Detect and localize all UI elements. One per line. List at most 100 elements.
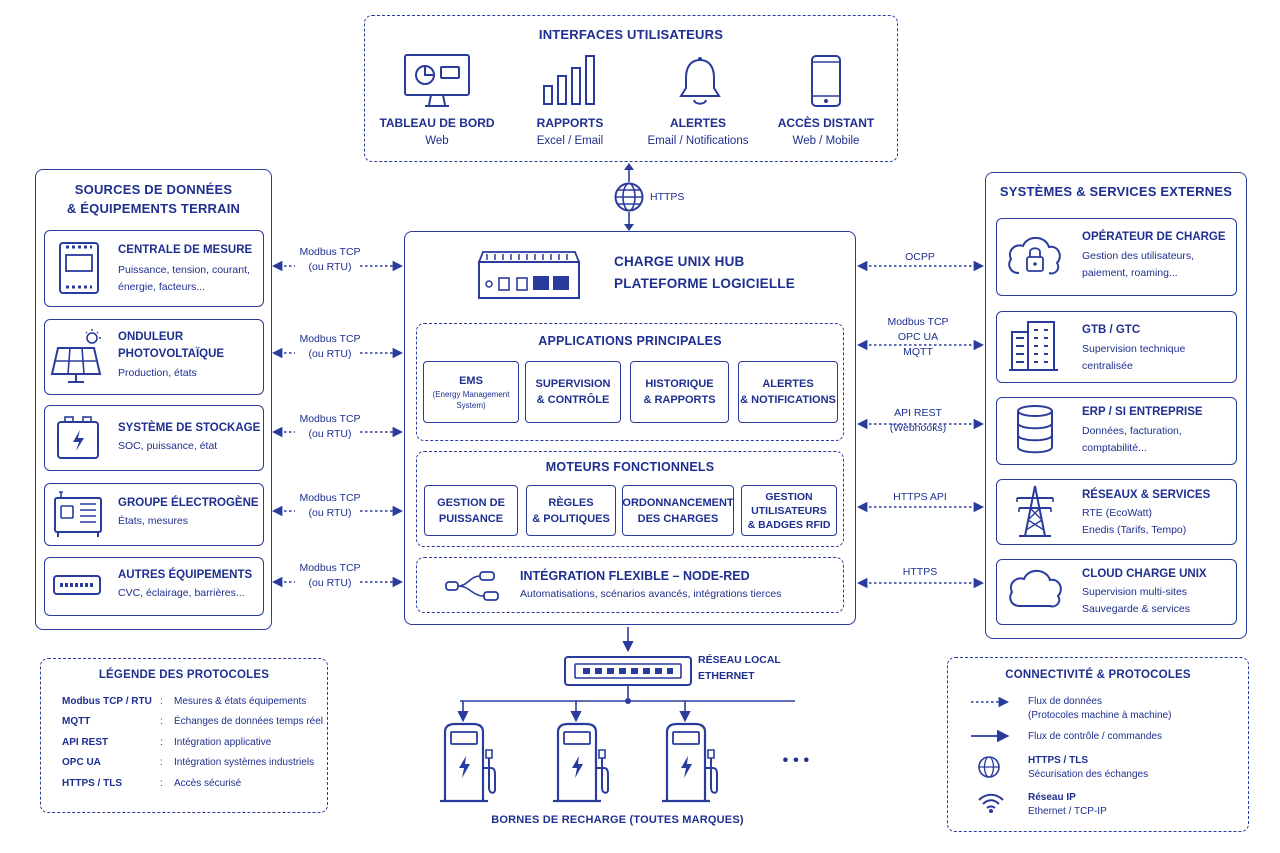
source-generator-desc: États, mesures — [118, 515, 189, 527]
external-erp-title: ERP / SI ENTREPRISE — [1082, 406, 1203, 418]
external-card-erp — [996, 397, 1237, 465]
ui-item-reports: RAPPORTS Excel / Email — [536, 116, 604, 147]
nodered-section — [416, 557, 844, 613]
power-tower-icon — [1016, 485, 1054, 537]
legend-row-sep: : — [160, 696, 163, 707]
ui-item-remote-access: ACCÈS DISTANT Web / Mobile — [777, 116, 875, 147]
network-label: RÉSEAU LOCAL ETHERNET — [698, 654, 781, 682]
legend-row-desc: Intégration applicative — [174, 737, 272, 748]
cloud-icon — [1009, 569, 1062, 608]
protocol-label-networks: HTTPS API — [893, 491, 947, 503]
apps-title: APPLICATIONS PRINCIPALES — [538, 334, 722, 348]
engines-title: MOTEURS FONCTIONNELS — [545, 460, 715, 474]
https-top-label: HTTPS — [650, 191, 685, 203]
building-icon — [1009, 321, 1058, 371]
legend-row-desc: Intégration systèmes industriels — [174, 757, 315, 768]
https-link-arrows — [624, 163, 634, 231]
external-networks-desc: RTE (EcoWatt)Enedis (Tarifs, Tempo) — [1082, 507, 1187, 536]
sources-title: SOURCES DE DONNÉES & ÉQUIPEMENTS TERRAIN — [66, 182, 241, 216]
legend-row-desc: Accès sécurisé — [174, 778, 242, 789]
source-meter-desc: Puissance, tension, courant, énergie, fa… — [118, 264, 250, 293]
app-supervision-button[interactable]: SUPERVISION& CONTRÔLE — [525, 361, 621, 423]
chargers-ellipsis: • • • — [782, 752, 810, 769]
connectivity-legend-symbols — [971, 696, 1010, 813]
user-interfaces-title: INTERFACES UTILISATEURS — [538, 27, 724, 42]
app-alerts-button[interactable]: ALERTES& NOTIFICATIONS — [738, 361, 838, 423]
bell-icon — [679, 57, 721, 105]
external-title: SYSTÈMES & SERVICES EXTERNES — [999, 184, 1233, 199]
app-ems-button[interactable]: EMS (Energy Management System) — [423, 361, 519, 423]
protocol-label-generator: Modbus TCP(ou RTU) — [299, 492, 361, 519]
legend-row: MQTT — [62, 716, 91, 727]
network-switch-icon — [53, 575, 101, 595]
chargers-label: BORNES DE RECHARGE (TOUTES MARQUES) — [491, 814, 744, 826]
external-operator-desc: Gestion des utilisateurs,paiement, roami… — [1082, 250, 1195, 279]
legend-row-sep: : — [160, 716, 163, 727]
connectivity-row-control-flow: Flux de contrôle / commandes — [1028, 731, 1162, 742]
connectivity-title: CONNECTIVITÉ & PROTOCOLES — [1005, 669, 1191, 681]
charger-icon — [553, 722, 609, 803]
meter-icon — [59, 242, 99, 294]
solar-panel-icon — [50, 329, 102, 383]
engine-rules-button[interactable]: RÈGLES& POLITIQUES — [526, 485, 616, 536]
protocol-label-inverter: Modbus TCP(ou RTU) — [299, 333, 361, 360]
node-flow-icon — [445, 571, 499, 601]
legend-row-desc: Mesures & états équipements — [174, 696, 307, 707]
external-operator-title: OPÉRATEUR DE CHARGE — [1082, 231, 1226, 243]
protocol-label-ocpp: OCPP — [905, 251, 935, 263]
external-erp-desc: Données, facturation,comptabilité... — [1082, 425, 1182, 454]
bar-chart-icon — [543, 55, 595, 105]
source-inverter-title: ONDULEUR PHOTOVOLTAÏQUE — [118, 331, 225, 360]
battery-icon — [57, 416, 99, 459]
legend-row-sep: : — [160, 737, 163, 748]
legend-row: OPC UA — [62, 757, 101, 768]
hub-title: CHARGE UNIX HUB PLATEFORME LOGICIELLE — [614, 254, 795, 291]
legend-row-desc: Échanges de données temps réel — [174, 716, 323, 727]
ui-item-dashboard: TABLEAU DE BORD Web — [379, 116, 495, 147]
protocol-label-meter: Modbus TCP(ou RTU) — [299, 246, 361, 273]
external-networks-title: RÉSEAUX & SERVICES — [1082, 489, 1211, 501]
protocol-legend-title: LÉGENDE DES PROTOCOLES — [98, 669, 270, 681]
source-card-generator — [44, 483, 264, 546]
connectivity-row-data-flow: Flux de données(Protocoles machine à mac… — [1028, 696, 1172, 721]
ethernet-switch-icon — [564, 656, 692, 686]
nodered-title: INTÉGRATION FLEXIBLE – NODE-RED — [520, 569, 750, 583]
legend-row: HTTPS / TLS — [62, 778, 122, 789]
charger-icon — [440, 722, 496, 803]
external-cloud-title: CLOUD CHARGE UNIX — [1082, 568, 1207, 580]
protocol-label-storage: Modbus TCP(ou RTU) — [299, 413, 361, 440]
user-interfaces-panel — [364, 15, 898, 162]
legend-row: Modbus TCP / RTU — [62, 696, 152, 707]
database-icon — [1017, 405, 1053, 454]
source-other-title: AUTRES ÉQUIPEMENTS — [118, 569, 253, 581]
hub-device-icon — [477, 251, 581, 299]
monitor-dashboard-icon — [404, 54, 470, 107]
source-storage-title: SYSTÈME DE STOCKAGE — [118, 422, 261, 434]
charger-icon — [662, 722, 718, 803]
nodered-desc: Automatisations, scénarios avancés, inté… — [520, 588, 782, 600]
smartphone-icon — [811, 55, 841, 107]
external-gtb-title: GTB / GTC — [1082, 324, 1141, 336]
protocol-label-cloud: HTTPS — [902, 566, 938, 578]
protocol-label-other: Modbus TCP(ou RTU) — [299, 562, 361, 589]
generator-icon — [54, 491, 102, 537]
source-generator-title: GROUPE ÉLECTROGÈNE — [118, 497, 259, 509]
legend-row-sep: : — [160, 757, 163, 768]
source-other-desc: CVC, éclairage, barrières... — [118, 587, 245, 599]
cloud-lock-icon — [1008, 236, 1061, 275]
app-history-button[interactable]: HISTORIQUE& RAPPORTS — [630, 361, 729, 423]
source-storage-desc: SOC, puissance, état — [118, 440, 218, 452]
protocol-legend-panel — [40, 658, 328, 813]
legend-row: API REST — [62, 737, 109, 748]
source-meter-title: CENTRALE DE MESURE — [118, 244, 253, 256]
globe-icon — [614, 182, 644, 212]
source-inverter-desc: Production, états — [118, 367, 197, 379]
